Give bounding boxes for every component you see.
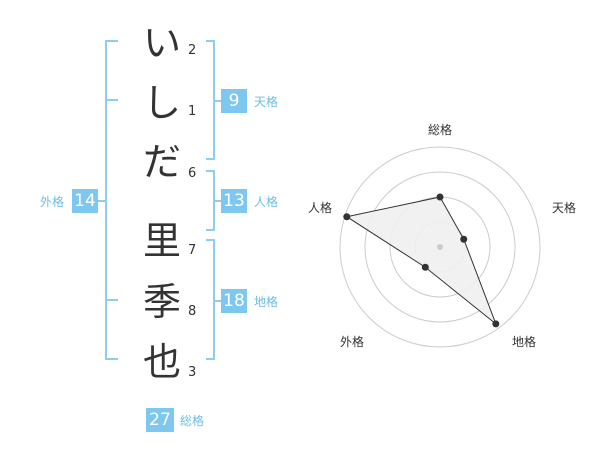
radar-label-bottom-right: 地格 [512, 335, 537, 349]
jinkaku-label: 人格 [254, 195, 279, 209]
radar-label-right: 天格 [552, 201, 577, 215]
gaikaku-badge: 14 [72, 189, 98, 213]
jinkaku-badge: 13 [221, 189, 247, 213]
name-char-6: 也 [142, 340, 181, 384]
radar-point-5 [343, 213, 351, 221]
name-char-4: 里 [142, 219, 181, 263]
soukaku-label: 総格 [180, 414, 205, 428]
radar-point-3 [492, 320, 500, 328]
radar-label-left: 人格 [308, 201, 333, 215]
chikaku-label: 地格 [254, 295, 279, 309]
name-char-3: だ [142, 140, 181, 184]
name-char-1: い [142, 21, 181, 65]
soukaku-badge: 27 [146, 408, 174, 432]
name-char-5: 季 [142, 280, 181, 324]
tenkaku-badge: 9 [221, 89, 247, 113]
radar-center-dot [437, 244, 443, 250]
radar-point-4 [421, 263, 429, 271]
stroke-count-1: 2 [188, 43, 197, 58]
radar-label-bottom-left: 外格 [340, 335, 365, 349]
stroke-count-4: 7 [188, 243, 197, 258]
name-char-2: し [142, 81, 181, 125]
gaikaku-label: 外格 [40, 195, 65, 209]
chikaku-badge: 18 [221, 289, 247, 313]
radar-ring-3 [364, 171, 516, 323]
radar-polygon [345, 196, 497, 326]
radar-points [343, 193, 500, 328]
chikaku-bracket [206, 239, 215, 360]
radar-ring-4 [339, 146, 541, 348]
radar-point-2 [460, 235, 468, 243]
radar-point-1 [436, 193, 444, 201]
stroke-count-5: 8 [188, 304, 197, 319]
stroke-count-2: 1 [188, 104, 197, 119]
stroke-count-3: 6 [188, 166, 197, 181]
radar-label-top: 総格 [428, 123, 453, 137]
stroke-count-6: 3 [188, 365, 197, 380]
tenkaku-label: 天格 [254, 95, 279, 109]
